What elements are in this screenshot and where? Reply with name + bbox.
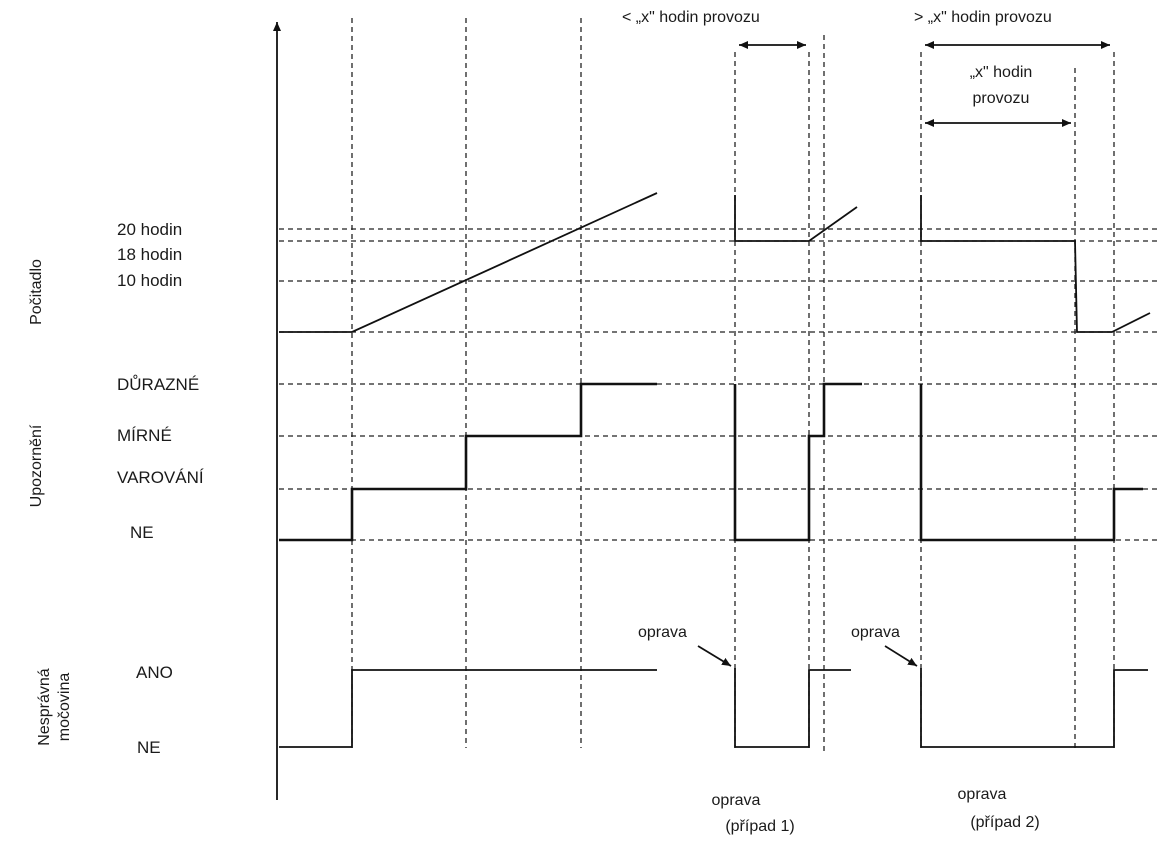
annotation-less-than-x-hours: < „x" hodin provozu (622, 9, 760, 26)
level-label-mild: MÍRNÉ (117, 426, 172, 445)
counter-row-title: Počitadlo (28, 259, 45, 325)
annotation-repair-case1-line2: (případ 1) (725, 818, 794, 835)
horizontal-guides (279, 228, 1160, 541)
level-label-yes: ANO (136, 663, 173, 682)
annotation-repair-case2-line1: oprava (958, 786, 1007, 803)
wrong-fluid-row-title-line1: Nesprávná (36, 668, 53, 745)
repair-pointer-arrow-2 (884, 645, 918, 667)
level-label-20h: 20 hodin (117, 220, 182, 239)
annotation-repair-case1-line1: oprava (712, 792, 761, 809)
warning-signal (279, 382, 1143, 542)
vertical-guides (351, 18, 1115, 752)
level-label-warning: VAROVÁNÍ (117, 468, 204, 487)
annotation-x-hours-line2: provozu (973, 90, 1030, 107)
wrong-fluid-signal (279, 668, 1148, 748)
annotation-repair-case2-line2: (případ 2) (970, 814, 1039, 831)
level-label-18h: 18 hodin (117, 245, 182, 264)
annotation-repair-2: oprava (851, 624, 900, 641)
annotation-repair-1: oprava (638, 624, 687, 641)
warning-row-title: Upozornění (28, 424, 45, 507)
level-label-10h: 10 hodin (117, 271, 182, 290)
annotation-x-hours-line1: „x" hodin (970, 64, 1033, 81)
level-label-none: NE (130, 523, 154, 542)
level-label-no: NE (137, 738, 161, 757)
wrong-fluid-row-title-line2: močovina (56, 673, 73, 742)
level-label-severe: DŮRAZNÉ (117, 375, 199, 394)
counter-signal (279, 192, 1151, 333)
annotation-greater-than-x-hours: > „x" hodin provozu (914, 9, 1052, 26)
repair-pointer-arrow-1 (697, 645, 732, 667)
